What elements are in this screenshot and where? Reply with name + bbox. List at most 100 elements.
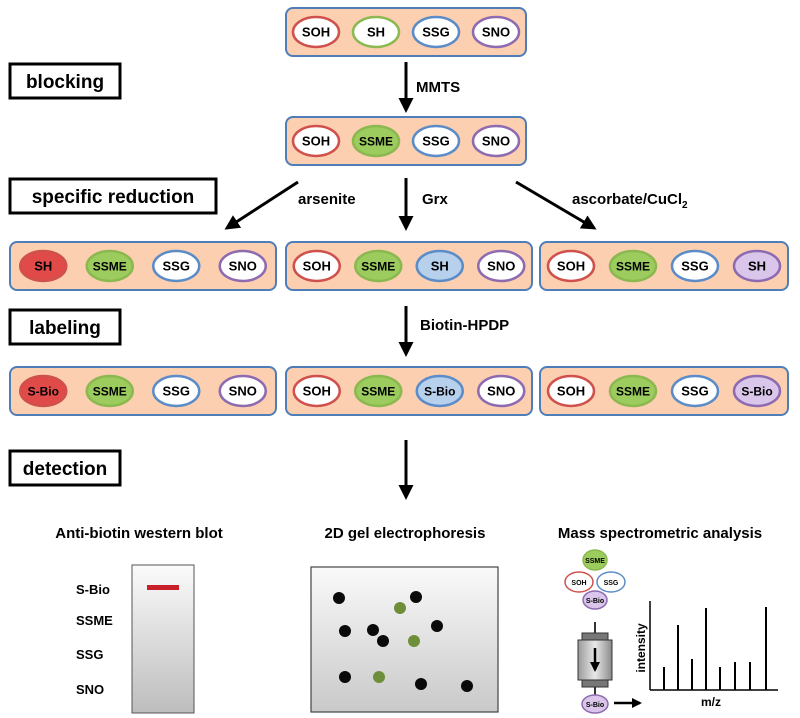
step-blocking-label: blocking bbox=[26, 72, 104, 93]
gel-spot bbox=[461, 680, 473, 692]
gel-spot-green bbox=[394, 602, 406, 614]
modification-s-bio bbox=[415, 374, 464, 408]
modification-sno bbox=[477, 249, 526, 283]
modification-label: S-Bio bbox=[424, 385, 455, 399]
modification-label: SSG bbox=[681, 259, 708, 274]
step-blocking: blocking bbox=[8, 62, 122, 100]
gel-spot bbox=[377, 635, 389, 647]
modification-ssg bbox=[411, 15, 461, 49]
protein-bar-box bbox=[285, 116, 527, 166]
modification-ssg bbox=[152, 374, 201, 408]
modification-ssg bbox=[411, 124, 461, 158]
step-labeling: labeling bbox=[8, 308, 122, 346]
modification-label: SSG bbox=[681, 384, 708, 399]
spectrum-peaks bbox=[663, 607, 767, 690]
blot-row-s-bio: S-Bio bbox=[76, 582, 110, 597]
modification-label: SSG bbox=[163, 384, 190, 399]
step-labeling-label: labeling bbox=[29, 318, 101, 339]
modification-label: SSG bbox=[163, 259, 190, 274]
modification-soh bbox=[546, 374, 596, 408]
modification-soh bbox=[292, 249, 341, 283]
modification-label: SOH bbox=[302, 25, 330, 40]
ms-spectrum: m/z intensity bbox=[634, 601, 778, 709]
blot-row-ssg: SSG bbox=[76, 647, 103, 662]
modification-ssg bbox=[152, 249, 201, 283]
modification-label: SOH bbox=[303, 259, 331, 274]
modification-soh bbox=[291, 124, 341, 158]
modification-label: SOH bbox=[303, 384, 331, 399]
step-detection-label: detection bbox=[23, 459, 107, 480]
western-blot-title: Anti-biotin western blot bbox=[55, 525, 222, 542]
modification-label: SNO bbox=[482, 25, 510, 40]
step-specific-reduction: specific reduction bbox=[8, 177, 218, 215]
step-reduction-label: specific reduction bbox=[32, 187, 195, 208]
eluate-s-bio bbox=[581, 694, 609, 714]
modification-soh bbox=[546, 249, 596, 283]
modification-label: SSME bbox=[616, 260, 650, 274]
gel-spot bbox=[410, 591, 422, 603]
modification-label: SSG bbox=[422, 25, 449, 40]
blot-row-ssme: SSME bbox=[76, 613, 113, 628]
modification-label: SSME bbox=[361, 260, 395, 274]
reagent-ascorbate: ascorbate/CuCl2 bbox=[572, 191, 688, 211]
modification-label: SSME bbox=[359, 135, 393, 149]
cluster-ssme bbox=[582, 549, 608, 571]
modification-label: SNO bbox=[229, 259, 257, 274]
modification-label: SH bbox=[34, 259, 52, 274]
modification-ssme bbox=[85, 249, 134, 283]
western-blot-panel: S-Bio SSME SSG SNO bbox=[76, 564, 195, 714]
modification-ssme bbox=[354, 374, 403, 408]
gel-spot-green bbox=[408, 635, 420, 647]
modification-label: SSME bbox=[616, 385, 650, 399]
blot-row-sno: SNO bbox=[76, 682, 104, 697]
cluster-ssg bbox=[596, 571, 626, 593]
reagent-grx: Grx bbox=[422, 191, 449, 208]
gel-spot bbox=[415, 678, 427, 690]
reagent-biotin-hpdp: Biotin-HPDP bbox=[420, 317, 509, 334]
modification-sh bbox=[19, 249, 68, 283]
modification-sno bbox=[218, 249, 267, 283]
protein-bar-box bbox=[9, 241, 277, 291]
gel-title: 2D gel electrophoresis bbox=[325, 525, 486, 542]
blot-band-s-bio bbox=[147, 585, 179, 590]
modification-ssme bbox=[85, 374, 134, 408]
modification-label: SNO bbox=[229, 384, 257, 399]
modification-sno bbox=[471, 124, 521, 158]
protein-bar-box bbox=[539, 366, 789, 416]
arrow-ascorbate bbox=[515, 180, 597, 230]
modification-label: SOH bbox=[302, 134, 330, 149]
modification-label: SSME bbox=[361, 385, 395, 399]
spectrum-xlabel: m/z bbox=[701, 695, 721, 709]
modification-label: SNO bbox=[487, 259, 515, 274]
gel-spot bbox=[431, 620, 443, 632]
modification-label: SSME bbox=[93, 385, 127, 399]
modification-ssme bbox=[608, 374, 658, 408]
modification-label: SSG bbox=[422, 134, 449, 149]
modification-label: SOH bbox=[557, 384, 585, 399]
gel-spot bbox=[339, 671, 351, 683]
modification-s-bio bbox=[732, 374, 782, 408]
cluster-label: SSME bbox=[585, 558, 605, 565]
modification-ssg bbox=[670, 374, 720, 408]
modification-sh bbox=[732, 249, 782, 283]
eluate-label: S-Bio bbox=[586, 702, 604, 709]
modification-sh bbox=[415, 249, 464, 283]
modification-s-bio bbox=[19, 374, 68, 408]
mass-spec-title: Mass spectrometric analysis bbox=[558, 525, 762, 542]
gel-spot-green bbox=[373, 671, 385, 683]
modification-sno bbox=[471, 15, 521, 49]
modification-label: SNO bbox=[482, 134, 510, 149]
modification-sno bbox=[218, 374, 267, 408]
modification-soh bbox=[292, 374, 341, 408]
protein-bar-box bbox=[285, 241, 533, 291]
spectrum-ylabel: intensity bbox=[634, 623, 648, 673]
